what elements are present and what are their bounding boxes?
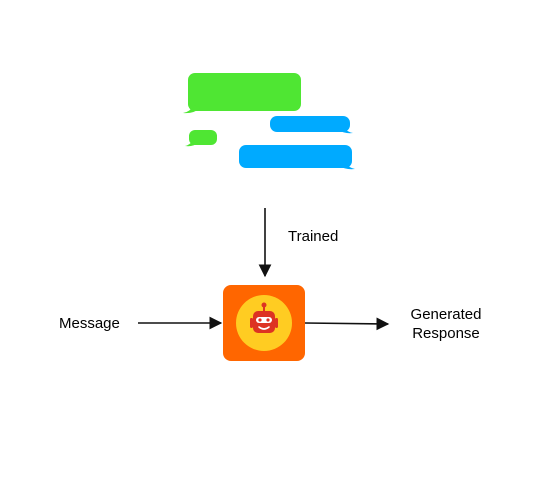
- generated-response-line2: Response: [412, 325, 480, 342]
- message-label: Message: [59, 315, 120, 332]
- generated-response-label: Generated Response: [396, 305, 496, 343]
- chat-bubble-blue-small: [270, 116, 353, 134]
- chatbot-node: [223, 285, 305, 361]
- chat-bubble-green-large: [183, 73, 301, 114]
- chat-bubble-blue-large: [239, 145, 355, 170]
- chat-bubbles-icon: [183, 73, 355, 170]
- response-arrow: [304, 317, 390, 331]
- generated-response-line1: Generated: [410, 306, 482, 323]
- trained-label: Trained: [288, 228, 339, 245]
- chat-bubble-green-small: [185, 130, 217, 147]
- robot-icon: [250, 302, 278, 333]
